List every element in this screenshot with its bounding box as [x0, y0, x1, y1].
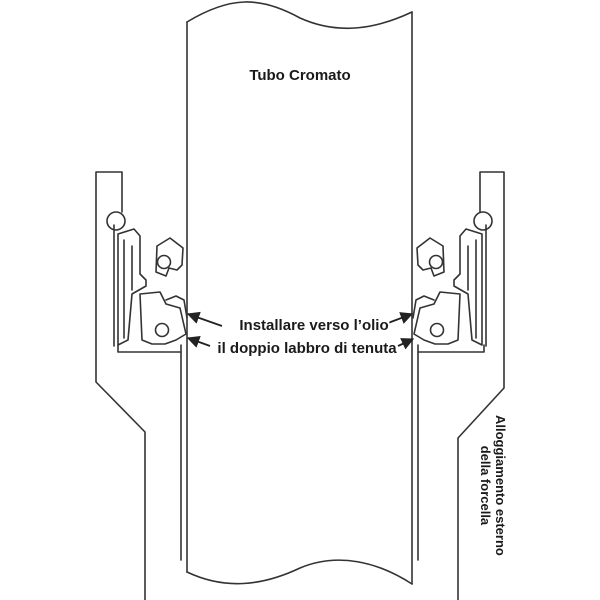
garter-spring-lower-left: [154, 322, 170, 338]
retaining-clip-left: [106, 211, 126, 231]
arrow-left-lower: [186, 335, 211, 348]
install-instruction-line2: il doppio labbro di tenuta: [216, 340, 398, 357]
fork-housing-label-line2: della forcella: [478, 445, 493, 526]
install-instruction-line1: Installare verso l’olio: [238, 317, 390, 334]
fork-housing-right: [457, 171, 505, 600]
housing-step-left: [117, 344, 182, 353]
oil-seal-right: [412, 211, 493, 346]
garter-spring-lower-right: [429, 322, 445, 338]
fork-housing-left: [95, 171, 146, 600]
retaining-clip-right: [473, 211, 493, 231]
arrow-left-upper: [186, 311, 223, 327]
fork-housing-label: Alloggiamento esterno della forcella: [478, 415, 508, 556]
arrow-right-lower: [397, 338, 415, 350]
housing-step-right: [417, 344, 485, 353]
garter-spring-upper-left: [156, 254, 172, 270]
chrome-tube: [186, 1, 413, 585]
tube-label: Tubo Cromato: [249, 67, 351, 84]
fork-housing-label-line1: Alloggiamento esterno: [493, 415, 508, 556]
oil-seal-left: [106, 211, 188, 346]
garter-spring-upper-right: [428, 254, 444, 270]
